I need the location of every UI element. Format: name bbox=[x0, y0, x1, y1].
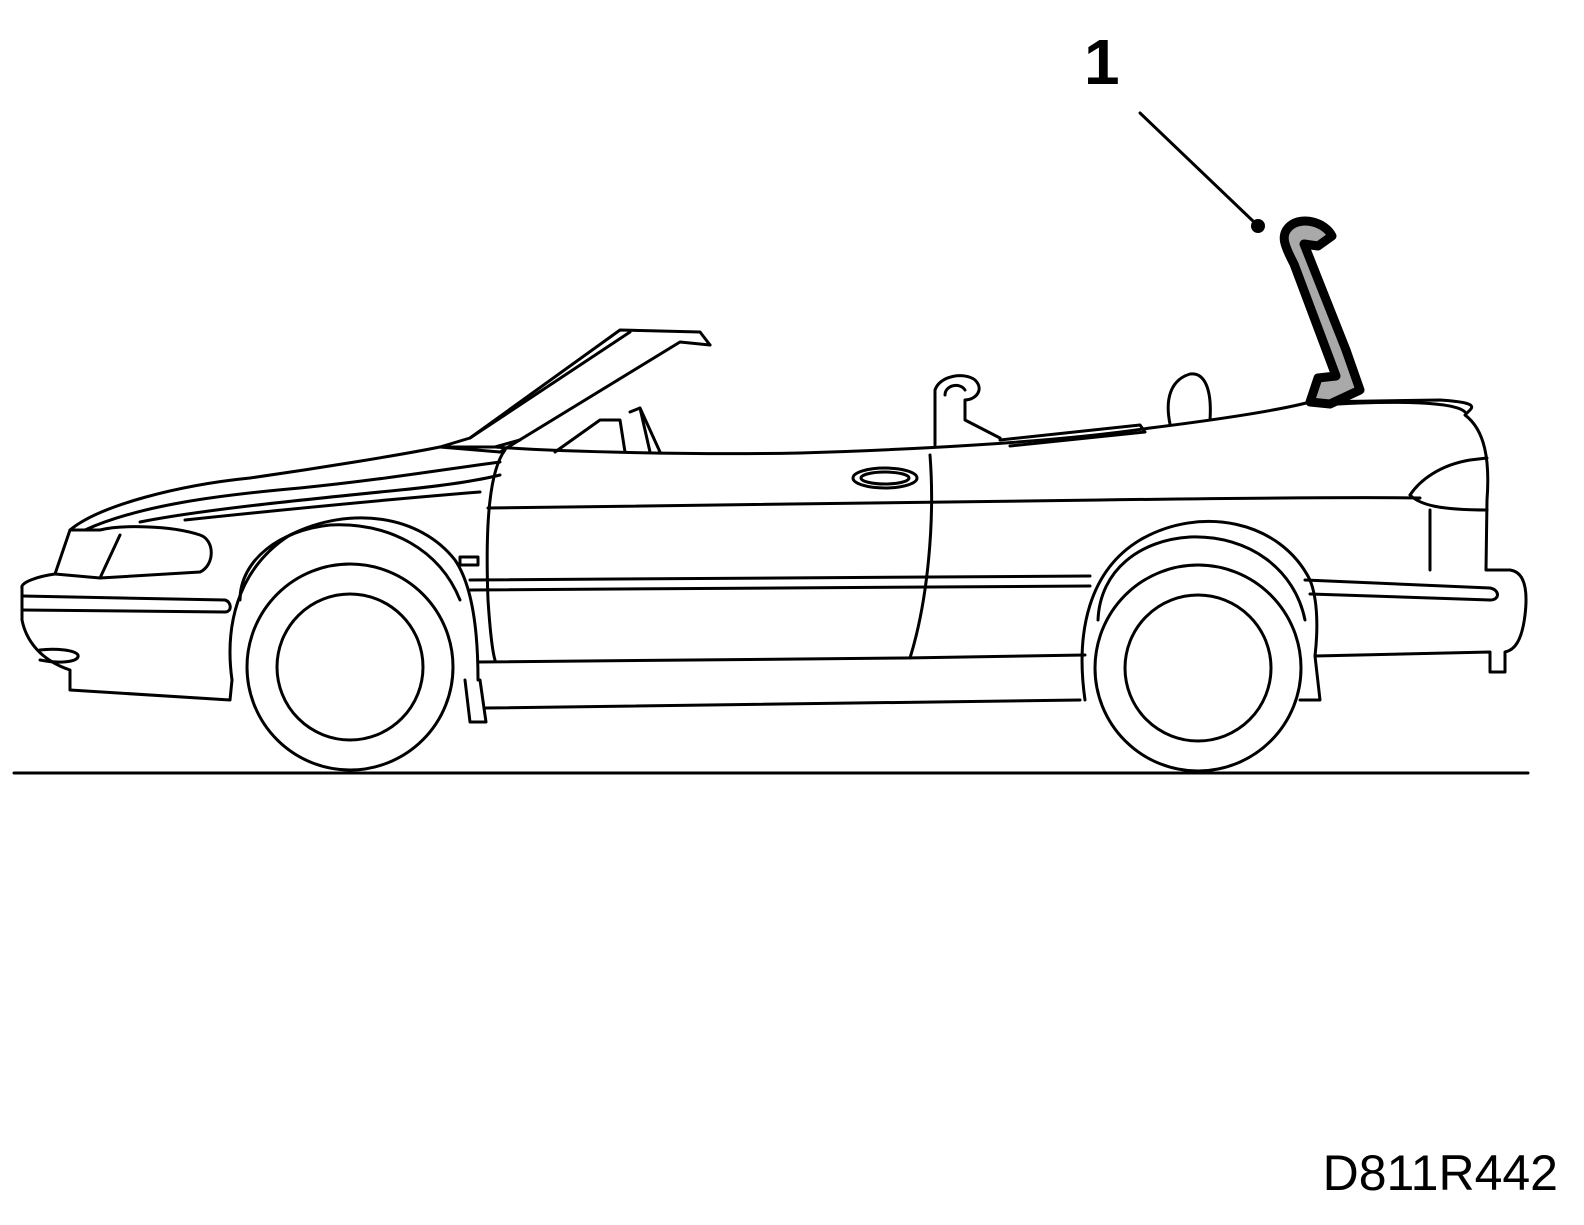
interior-seats bbox=[555, 374, 1210, 452]
callout-leader-1 bbox=[1140, 113, 1265, 233]
front-wheel bbox=[247, 564, 453, 770]
car-body bbox=[22, 400, 1526, 722]
callout-dot bbox=[1251, 219, 1265, 233]
callout-number-1: 1 bbox=[1084, 26, 1120, 98]
roll-over-bar bbox=[1284, 221, 1360, 404]
figure-code: D811R442 bbox=[1322, 1145, 1558, 1201]
rear-wheel bbox=[1095, 565, 1301, 771]
windshield-frame bbox=[440, 330, 710, 452]
